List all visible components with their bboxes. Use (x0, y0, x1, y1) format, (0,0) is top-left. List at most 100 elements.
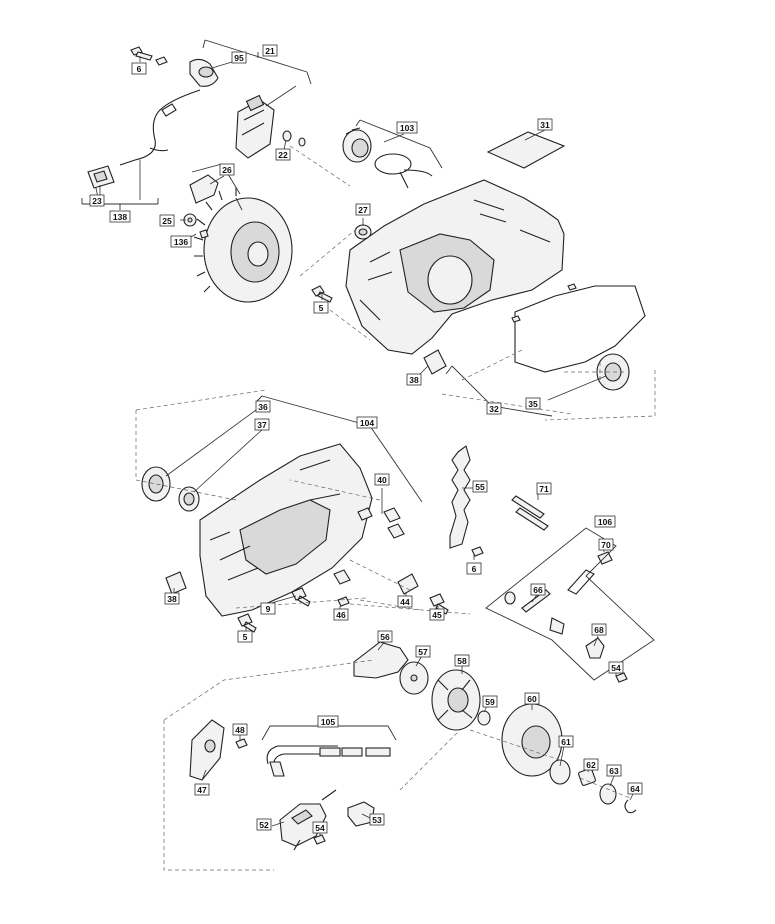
spark-plug-boot-part (189, 58, 219, 87)
callout-box (356, 416, 378, 429)
callout-box (170, 235, 192, 248)
callout-47: 47 (194, 783, 210, 796)
callout-95: 95 (231, 51, 247, 64)
callout-40: 40 (374, 473, 390, 486)
callout-number: 38 (409, 375, 419, 385)
callout-box (262, 44, 278, 57)
callout-box (466, 562, 482, 575)
callout-number: 55 (475, 482, 485, 492)
callout-37: 37 (254, 418, 270, 431)
callout-box (109, 210, 131, 223)
callout-box (219, 163, 235, 176)
callout-66: 66 (530, 583, 546, 596)
callout-55: 55 (472, 480, 488, 493)
callout-number: 104 (360, 418, 374, 428)
callout-48: 48 (232, 723, 248, 736)
callout-number: 57 (418, 647, 428, 657)
callout-5: 5 (237, 630, 253, 643)
callout-number: 32 (489, 404, 499, 414)
callout-number: 63 (609, 766, 619, 776)
callout-number: 71 (539, 484, 549, 494)
clip-part (189, 174, 219, 204)
callout-box (194, 783, 210, 796)
callout-number: 23 (92, 196, 102, 206)
callout-38: 38 (406, 373, 422, 386)
callout-103: 103 (396, 121, 418, 134)
callout-box (537, 118, 553, 131)
callout-box (606, 764, 622, 777)
callout-number: 64 (630, 784, 640, 794)
gasket-part (486, 131, 566, 169)
callout-box (429, 608, 445, 621)
callout-number: 40 (377, 475, 387, 485)
ignition-wire (119, 89, 201, 166)
callout-6: 6 (131, 62, 147, 75)
callout-31: 31 (537, 118, 553, 131)
callout-32: 32 (486, 402, 502, 415)
callout-box (312, 821, 328, 834)
callout-number: 46 (336, 610, 346, 620)
callout-box (591, 623, 607, 636)
callout-box (377, 630, 393, 643)
callout-60: 60 (524, 692, 540, 705)
callout-number: 52 (259, 820, 269, 830)
callout-number: 60 (527, 694, 537, 704)
callout-62: 62 (583, 758, 599, 771)
callout-box (255, 400, 271, 413)
bearing-36-part (141, 466, 171, 502)
callout-70: 70 (598, 538, 614, 551)
callout-box (164, 592, 180, 605)
chain-catcher-part (449, 445, 471, 549)
callout-22: 22 (275, 148, 291, 161)
callout-number: 48 (235, 725, 245, 735)
callout-71: 71 (536, 482, 552, 495)
brake-lever-part (353, 641, 409, 679)
callout-box (260, 602, 276, 615)
callout-number: 27 (358, 205, 368, 215)
callout-56: 56 (377, 630, 393, 643)
callout-46: 46 (333, 608, 349, 621)
callout-number: 103 (400, 123, 414, 133)
callout-number: 45 (432, 610, 442, 620)
callout-number: 56 (380, 632, 390, 642)
callout-number: 95 (234, 53, 244, 63)
callout-59: 59 (482, 695, 498, 708)
callout-53: 53 (369, 813, 385, 826)
callout-23: 23 (89, 194, 105, 207)
callout-box (486, 402, 502, 415)
callout-number: 62 (586, 760, 596, 770)
callout-number: 136 (174, 237, 188, 247)
clutch-part (431, 669, 481, 731)
callout-box (232, 723, 248, 736)
callout-box (159, 214, 175, 227)
callout-box (558, 735, 574, 748)
callout-number: 138 (113, 212, 127, 222)
callout-box (598, 538, 614, 551)
callout-number: 22 (278, 150, 288, 160)
callout-box (317, 715, 339, 728)
callout-5: 5 (313, 301, 329, 314)
callout-35: 35 (525, 397, 541, 410)
callout-box (131, 62, 147, 75)
callout-61: 61 (558, 735, 574, 748)
callout-68: 68 (591, 623, 607, 636)
callout-box (313, 301, 329, 314)
callout-box (355, 203, 371, 216)
callout-number: 58 (457, 656, 467, 666)
crankcase-upper-part (345, 179, 565, 355)
oil-line-part (266, 745, 391, 777)
callout-number: 54 (315, 823, 325, 833)
callout-number: 70 (601, 540, 611, 550)
callout-box (256, 818, 272, 831)
callout-number: 59 (485, 697, 495, 707)
callout-number: 105 (321, 717, 335, 727)
callout-box (627, 782, 643, 795)
callout-box (524, 692, 540, 705)
callout-number: 44 (400, 597, 410, 607)
callout-9: 9 (260, 602, 276, 615)
callout-54: 54 (608, 661, 624, 674)
starter-pulley-group (342, 127, 433, 189)
callout-136: 136 (170, 235, 192, 248)
